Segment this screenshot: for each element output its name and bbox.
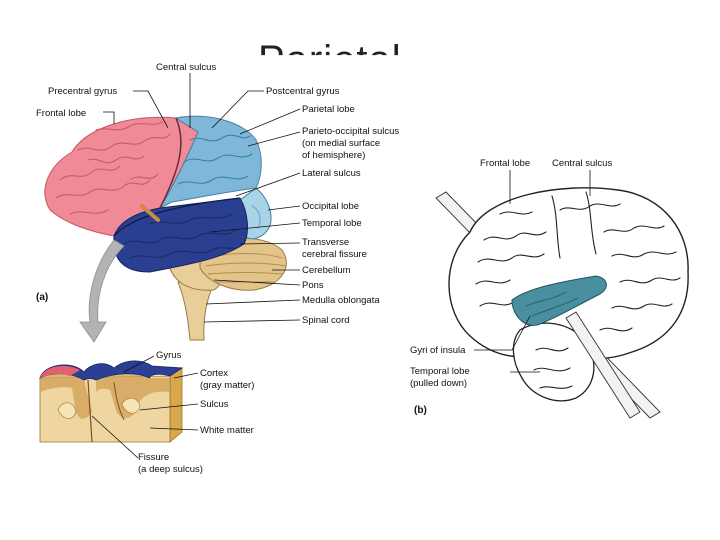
- label-central-sulcus: Central sulcus: [156, 62, 216, 73]
- label-parieto-occipital-2: (on medial surface: [302, 138, 380, 149]
- zoom-arrow: [79, 239, 125, 343]
- label-parieto-occipital-1: Parieto-occipital sulcus: [302, 126, 399, 137]
- label-gyrus: Gyrus: [156, 350, 182, 361]
- label-cerebellum: Cerebellum: [302, 265, 351, 276]
- label-b-temporal-1: Temporal lobe: [410, 366, 470, 377]
- label-temporal-lobe: Temporal lobe: [302, 218, 362, 229]
- label-b-frontal-lobe: Frontal lobe: [480, 158, 530, 169]
- label-transverse-2: cerebral fissure: [302, 249, 367, 260]
- label-cortex-1: Cortex: [200, 368, 228, 379]
- label-fissure-2: (a deep sulcus): [138, 464, 203, 475]
- label-white-matter: White matter: [200, 425, 254, 436]
- insula: [511, 275, 607, 326]
- label-postcentral-gyrus: Postcentral gyrus: [266, 86, 340, 97]
- label-precentral-gyrus: Precentral gyrus: [48, 86, 117, 97]
- spinal-cord: [177, 281, 215, 341]
- label-spinal-cord: Spinal cord: [302, 315, 350, 326]
- label-parietal-lobe: Parietal lobe: [302, 104, 355, 115]
- parietal-lobe: [158, 115, 262, 210]
- label-b-temporal-2: (pulled down): [410, 378, 467, 389]
- label-occipital-lobe: Occipital lobe: [302, 201, 359, 212]
- label-transverse-1: Transverse: [302, 237, 349, 248]
- slide-title: Parietal: [258, 38, 402, 82]
- cortex-inset: Gyrus Cortex (gray matter) Sulcus White …: [39, 350, 254, 475]
- label-b-gyri-insula: Gyri of insula: [410, 345, 466, 356]
- panel-label-b: (b): [414, 405, 427, 416]
- temporal-pulled-b: [512, 322, 595, 402]
- label-lateral-sulcus: Lateral sulcus: [302, 168, 361, 179]
- gyri-surface: [39, 360, 184, 381]
- label-parieto-occipital-3: of hemisphere): [302, 150, 365, 161]
- label-cortex-2: (gray matter): [200, 380, 254, 391]
- figure-b: Frontal lobe Central sulcus Gyri of insu…: [410, 158, 689, 419]
- label-sulcus: Sulcus: [200, 399, 229, 410]
- label-frontal-lobe: Frontal lobe: [36, 108, 86, 119]
- label-pons: Pons: [302, 280, 324, 291]
- label-fissure-1: Fissure: [138, 452, 169, 463]
- figure-a: Central sulcus Precentral gyrus Postcent…: [36, 62, 399, 343]
- panel-label-a: (a): [36, 292, 48, 303]
- label-medulla: Medulla oblongata: [302, 295, 380, 306]
- label-b-central-sulcus: Central sulcus: [552, 158, 612, 169]
